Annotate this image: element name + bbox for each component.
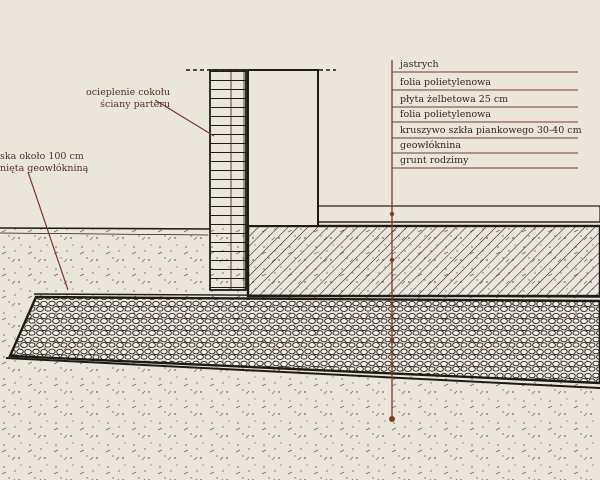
- ground-line-left: [0, 227, 211, 230]
- legend-rules: [392, 71, 578, 169]
- legend-item-geotextile: geowłóknina: [400, 140, 462, 151]
- leader-dot: [389, 257, 395, 263]
- reinforced-concrete-slab: [246, 224, 600, 298]
- plinth-insulation-label-line-1: ocieplenie cokołu: [86, 87, 170, 98]
- plinth-insulation-label-line-2: ściany parteru: [100, 99, 170, 110]
- plinth-insulation: [209, 69, 247, 291]
- leader-dot: [389, 337, 395, 343]
- legend-item-pe-foil-1: folia polietylenowa: [400, 77, 491, 88]
- left-note-label-line-2: nięta geowłókniną: [0, 163, 89, 174]
- legend-item-screed: jastrych: [400, 59, 439, 70]
- left-note-label: ska około 100 cm nięta geowłókniną: [0, 151, 88, 175]
- plinth-insulation-label: ocieplenie cokołu ściany parteru: [86, 87, 170, 111]
- left-note-leader: [27, 171, 69, 291]
- foam-glass-aggregate: [8, 295, 600, 385]
- legend-item-foam-glass: kruszywo szkła piankowego 30-40 cm: [400, 125, 582, 136]
- geotextile-line: [5, 357, 600, 389]
- wall: [247, 69, 319, 227]
- leader-dot: [389, 416, 395, 422]
- leader-dot: [389, 211, 395, 217]
- ground-line-left-2: [0, 232, 209, 236]
- legend-item-concrete-slab: płyta żelbetowa 25 cm: [400, 94, 509, 105]
- legend-item-native-soil: grunt rodzimy: [400, 155, 469, 166]
- left-note-label-line-1: ska około 100 cm: [0, 151, 84, 162]
- insulation-leader: [154, 99, 215, 137]
- screed-layer: [317, 205, 600, 223]
- legend-item-pe-foil-2: folia polietylenowa: [400, 109, 491, 120]
